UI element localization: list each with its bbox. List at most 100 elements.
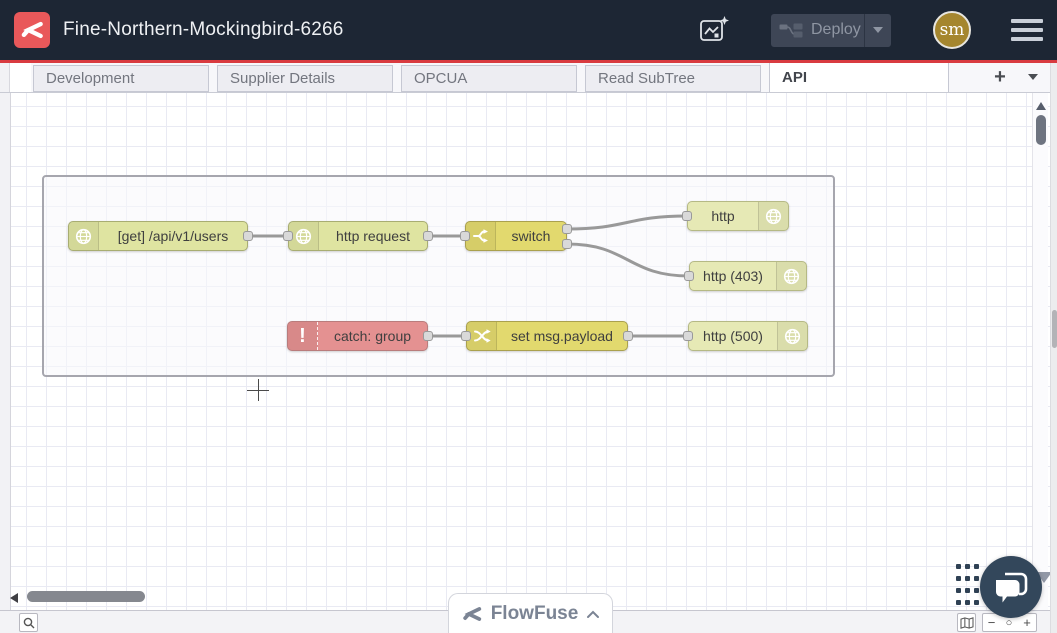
scroll-up-arrow-icon[interactable] — [1036, 102, 1046, 110]
tab-development[interactable]: Development — [33, 65, 209, 92]
deploy-main[interactable]: Deploy — [771, 21, 864, 39]
flowfuse-logo[interactable] — [14, 12, 50, 48]
node-input-port[interactable] — [283, 231, 293, 241]
node-label: set msg.payload — [511, 328, 613, 344]
tab-bar: Development Supplier Details OPCUA Read Sub… — [0, 62, 1057, 93]
node-output-port[interactable] — [623, 331, 633, 341]
add-flow-button[interactable]: + — [994, 65, 1006, 88]
globe-icon — [765, 208, 782, 224]
node-icon-region: ! — [288, 322, 318, 350]
ai-assistant-button[interactable] — [697, 14, 731, 46]
chat-drag-dots[interactable] — [956, 564, 979, 605]
page-scrollbar[interactable] — [1050, 63, 1057, 633]
chat-bubble-icon — [996, 572, 1028, 602]
drag-dot — [965, 576, 970, 581]
tab-read-subtree[interactable]: Read SubTree — [585, 65, 761, 92]
node-output-port[interactable] — [423, 331, 433, 341]
flow-canvas[interactable]: [get] /api/v1/users http request switch htt… — [0, 93, 1057, 610]
node-output-port[interactable] — [562, 239, 572, 249]
zoom-in-button[interactable]: + — [1018, 613, 1037, 632]
node-output-port[interactable] — [423, 231, 433, 241]
node-label: [get] /api/v1/users — [117, 228, 229, 244]
flowfuse-badge-icon — [462, 607, 481, 621]
header-bar: Fine-Northern-Mockingbird-6266 — [0, 0, 1057, 63]
deploy-options-button[interactable] — [865, 27, 891, 33]
tab-actions: + — [985, 62, 1057, 92]
node-input-port[interactable] — [461, 331, 471, 341]
node-output-port[interactable] — [243, 231, 253, 241]
flow-node-http-in[interactable]: [get] /api/v1/users — [68, 221, 248, 251]
zoom-out-button[interactable]: − — [982, 613, 1001, 632]
node-label: switch — [511, 228, 551, 244]
flow-node-http-request[interactable]: http request — [288, 221, 428, 251]
node-input-port[interactable] — [683, 331, 693, 341]
flow-node-http-403[interactable]: http (403) — [689, 261, 807, 291]
main-menu-button[interactable] — [1011, 19, 1043, 41]
node-input-port[interactable] — [682, 211, 692, 221]
vertical-scroll-thumb[interactable] — [1036, 115, 1046, 145]
drag-dot — [965, 588, 970, 593]
globe-icon — [295, 228, 312, 244]
tab-opcua[interactable]: OPCUA — [401, 65, 577, 92]
switch-fork-icon — [472, 229, 488, 243]
page-scroll-thumb[interactable] — [1052, 310, 1057, 348]
node-input-port[interactable] — [684, 271, 694, 281]
crosshair-cursor — [258, 379, 259, 401]
flow-node-switch[interactable]: switch — [465, 221, 567, 251]
search-button[interactable] — [19, 613, 38, 632]
node-icon-region — [777, 322, 807, 350]
node-icon-region — [466, 222, 496, 250]
chat-launcher-button[interactable] — [980, 556, 1042, 618]
chevron-up-icon — [587, 610, 600, 618]
flow-list-button[interactable] — [1019, 63, 1047, 91]
drag-dot — [974, 588, 979, 593]
flowfuse-badge[interactable]: FlowFuse — [448, 593, 613, 633]
flow-node-set-payload[interactable]: set msg.payload — [466, 321, 628, 351]
search-icon — [23, 617, 34, 628]
flow-node-catch-group[interactable]: ! catch: group — [287, 321, 428, 351]
node-output-port[interactable] — [562, 224, 572, 234]
vertical-scrollbar[interactable] — [1032, 93, 1048, 610]
flowfuse-logo-mark — [21, 21, 43, 39]
change-shuffle-icon — [473, 329, 491, 343]
user-avatar[interactable]: sm — [933, 11, 971, 49]
drag-dot — [974, 600, 979, 605]
node-label: http request — [336, 228, 410, 244]
node-label: http (500) — [703, 328, 763, 344]
navigator-button[interactable] — [957, 613, 976, 632]
chevron-down-icon — [1028, 74, 1038, 80]
flow-node-http-500[interactable]: http (500) — [688, 321, 808, 351]
map-icon — [959, 616, 974, 629]
node-icon-region — [69, 222, 99, 250]
burger-bar — [1011, 37, 1043, 41]
node-icon-region — [467, 322, 497, 350]
globe-icon — [75, 228, 92, 244]
tab-supplier-details[interactable]: Supplier Details — [217, 65, 393, 92]
exclamation-icon: ! — [299, 325, 306, 347]
horizontal-scroll-thumb[interactable] — [27, 591, 145, 602]
instance-title: Fine-Northern-Mockingbird-6266 — [63, 19, 344, 40]
drag-dot — [956, 576, 961, 581]
node-input-port[interactable] — [460, 231, 470, 241]
scroll-down-arrow-icon[interactable] — [1036, 572, 1052, 583]
drag-dot — [974, 576, 979, 581]
globe-icon — [783, 268, 800, 284]
scroll-left-arrow-icon[interactable] — [10, 593, 18, 603]
flowfuse-badge-label: FlowFuse — [490, 603, 579, 624]
node-icon-region — [758, 202, 788, 230]
deploy-icon — [779, 23, 803, 37]
burger-bar — [1011, 28, 1043, 32]
drag-dot — [956, 588, 961, 593]
flow-node-http-response[interactable]: http — [687, 201, 789, 231]
tab-api[interactable]: API — [769, 62, 949, 92]
drag-dot — [965, 564, 970, 569]
tabbar-blank-cell — [10, 62, 31, 92]
tabbar-left-pad — [0, 62, 10, 92]
header-actions: Deploy sm — [697, 11, 1043, 49]
drag-dot — [956, 600, 961, 605]
node-label: catch: group — [333, 328, 412, 344]
node-icon-region — [289, 222, 319, 250]
ai-assistant-icon — [700, 16, 729, 41]
deploy-button[interactable]: Deploy — [771, 13, 891, 47]
